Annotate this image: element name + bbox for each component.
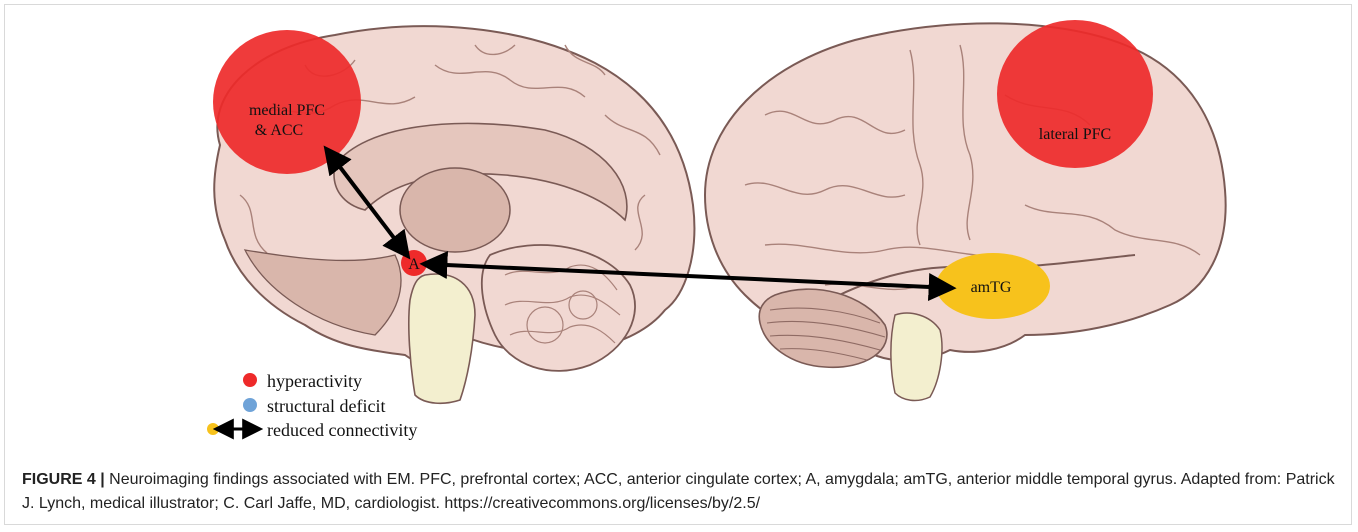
legend-structural-deficit-label: structural deficit bbox=[267, 396, 385, 416]
legend: hyperactivity structural deficit reduced… bbox=[207, 371, 417, 440]
brainstem-medial bbox=[409, 274, 475, 403]
figure-caption: FIGURE 4 | Neuroimaging findings associa… bbox=[22, 468, 1342, 516]
lateral-pfc-region bbox=[997, 20, 1153, 168]
legend-hyperactivity-label: hyperactivity bbox=[267, 371, 362, 391]
legend-structural-deficit-swatch bbox=[243, 398, 257, 412]
brainstem-lateral bbox=[891, 313, 942, 400]
legend-reduced-connectivity-label: reduced connectivity bbox=[267, 420, 417, 440]
figure-frame: medial PFC & ACC A bbox=[4, 4, 1352, 525]
amtg-label: amTG bbox=[971, 279, 1012, 296]
figure-label: FIGURE 4 | bbox=[22, 471, 105, 488]
amygdala-label: A bbox=[408, 256, 420, 273]
brain-diagram: medial PFC & ACC A bbox=[5, 5, 1353, 455]
caption-text: Neuroimaging findings associated with EM… bbox=[22, 471, 1335, 512]
medial-brain: medial PFC & ACC A bbox=[213, 26, 694, 403]
figure-illustration: medial PFC & ACC A bbox=[5, 5, 1353, 455]
acc-label: & ACC bbox=[255, 122, 303, 139]
lateral-brain: lateral PFC amTG bbox=[705, 20, 1226, 400]
thalamus bbox=[400, 168, 510, 252]
legend-hyperactivity-swatch bbox=[243, 373, 257, 387]
lateral-pfc-label: lateral PFC bbox=[1039, 126, 1111, 143]
medial-pfc-label: medial PFC bbox=[249, 102, 325, 119]
